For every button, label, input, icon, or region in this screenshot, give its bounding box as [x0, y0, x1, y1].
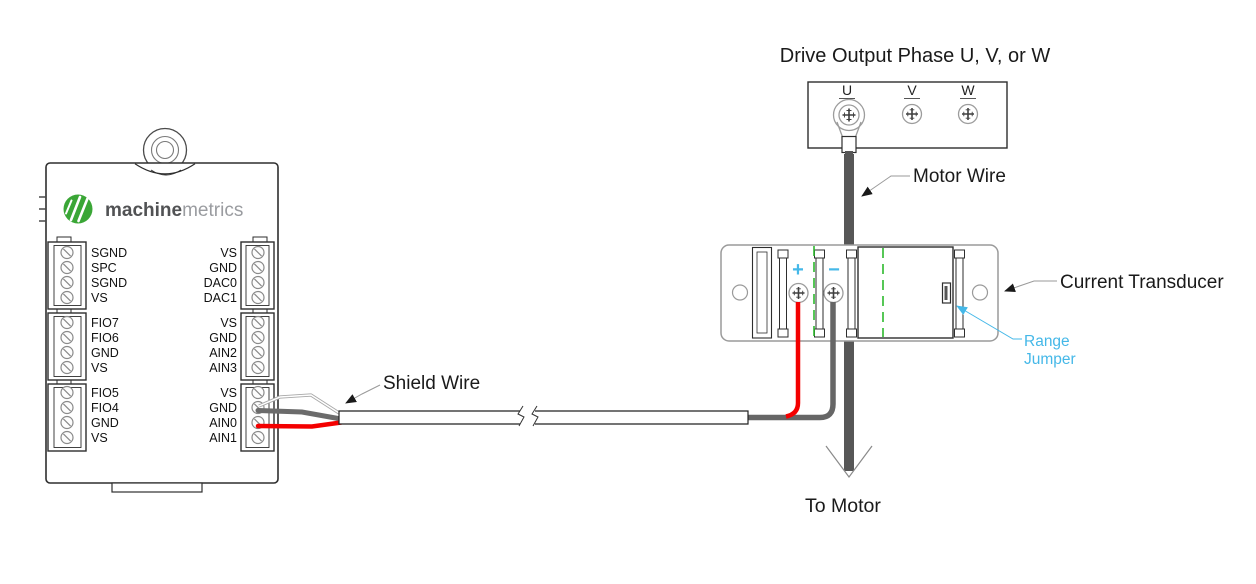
mounting-hole-left [731, 284, 749, 301]
range-jumper-label-2: Jumper [1024, 351, 1076, 368]
sensor-body [857, 246, 954, 339]
range-jumper [941, 282, 952, 304]
motor-wire [825, 154, 873, 479]
current-transducer: + − [720, 244, 999, 342]
mounting-hole-right [971, 284, 989, 301]
phase-label: V [907, 82, 917, 98]
break-mark [517, 405, 525, 427]
break-mark [531, 405, 539, 427]
terminal-label: FIO7 [91, 316, 119, 330]
shield-wire-label: Shield Wire [383, 373, 480, 394]
brand-light: metrics [182, 200, 243, 221]
brand-bold: machine [105, 200, 182, 221]
screw-minus [823, 282, 844, 304]
terminal-label: DAC0 [204, 276, 237, 290]
screw-plus [788, 282, 809, 304]
device-wire-black [255, 408, 344, 422]
shield-wire [258, 393, 340, 415]
terminal-label: FIO5 [91, 386, 119, 400]
terminal-label: SGND [91, 246, 127, 260]
signal-wire-red [785, 302, 801, 419]
terminal-label: FIO4 [91, 401, 119, 415]
terminal-separators [777, 249, 965, 338]
diagram-title: Drive Output Phase U, V, or W [780, 45, 1051, 67]
ring-terminal-u [832, 98, 866, 138]
terminal-label: VS [220, 316, 237, 330]
terminal-label: GND [209, 261, 237, 275]
to-motor-label: To Motor [805, 495, 881, 517]
cable-jacket [338, 405, 749, 427]
machinemetrics-device: machinemetrics [39, 127, 279, 493]
range-jumper-label-1: Range [1024, 333, 1070, 350]
mounting-tab [142, 127, 188, 173]
terminal-label: AIN2 [209, 346, 237, 360]
screw-phase-w [957, 103, 979, 125]
current-transducer-leader [1004, 280, 1057, 292]
current-transducer-label: Current Transducer [1060, 272, 1224, 293]
terminal-label: VS [91, 291, 108, 305]
terminal-labels: SGND SPC SGND VS FIO7 FIO6 GND VS FIO5 F… [91, 246, 237, 445]
lug-crimp [841, 135, 857, 154]
side-connector [39, 196, 46, 222]
brand-wordmark: machinemetrics [105, 200, 243, 221]
terminal-label: DAC1 [204, 291, 237, 305]
terminal-label: AIN0 [209, 416, 237, 430]
terminal-label: SGND [91, 276, 127, 290]
bottom-tab [111, 482, 203, 493]
phase-label: W [961, 82, 975, 98]
drive-output-box: U V W [807, 81, 1008, 149]
terminal-label: GND [91, 346, 119, 360]
motor-wire-leader [861, 175, 910, 197]
terminal-label: AIN1 [209, 431, 237, 445]
terminal-label: VS [220, 386, 237, 400]
plus-terminal-label: + [792, 259, 804, 281]
machinemetrics-logo-icon [63, 194, 93, 224]
to-motor-arrow [825, 445, 873, 479]
terminal-label: AIN3 [209, 361, 237, 375]
device-wire-red [255, 420, 344, 429]
terminal-label: SPC [91, 261, 117, 275]
terminal-label: FIO6 [91, 331, 119, 345]
signal-wire-black [748, 302, 836, 421]
terminal-label: VS [91, 431, 108, 445]
motor-wire-label: Motor Wire [913, 166, 1006, 187]
phase-label: U [842, 82, 852, 98]
terminal-label: GND [91, 416, 119, 430]
range-jumper-leader [956, 305, 1022, 340]
screw-phase-v [901, 103, 923, 125]
terminal-label: VS [220, 246, 237, 260]
terminal-label: GND [209, 401, 237, 415]
terminal-label: GND [209, 331, 237, 345]
shield-wire-leader [345, 384, 381, 404]
terminal-label: VS [91, 361, 108, 375]
lug-crimp-tip [845, 151, 853, 156]
minus-terminal-label: − [828, 259, 840, 281]
